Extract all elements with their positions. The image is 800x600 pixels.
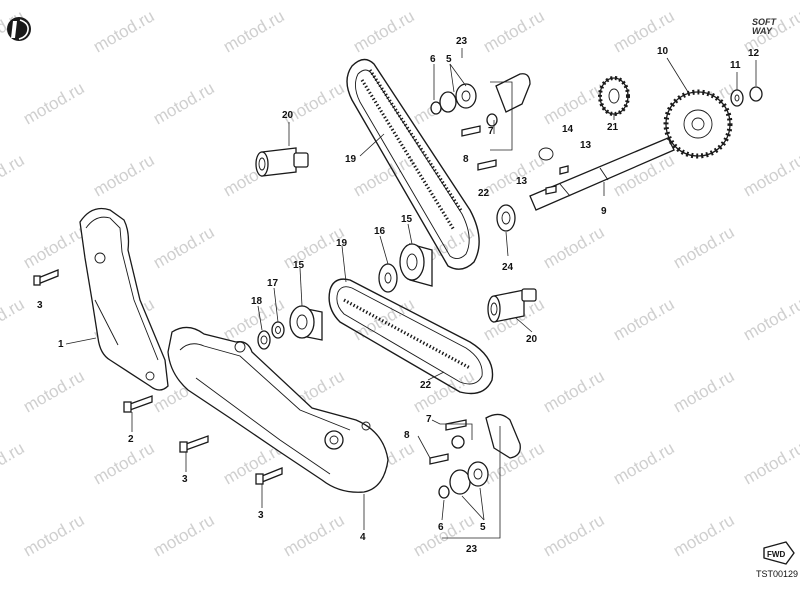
callout-21: 21 (607, 122, 619, 133)
part-11-washer (730, 89, 744, 107)
leader-lines (65, 48, 757, 539)
part-17-washer (271, 321, 285, 339)
softway-label: SOFT WAY (752, 17, 776, 36)
callout-9: 9 (601, 206, 607, 217)
callout-3: 3 (258, 510, 264, 521)
part-18-bearing (257, 330, 271, 350)
callout-6: 6 (430, 54, 436, 65)
callout-10: 10 (657, 46, 669, 57)
callout-23: 23 (456, 36, 468, 47)
part-19-timing-belt-lower (328, 278, 494, 395)
callout-14: 14 (562, 124, 574, 135)
callout-6: 6 (438, 522, 444, 533)
callout-8: 8 (404, 430, 410, 441)
part-1-rear-belt-cover (79, 207, 169, 391)
callout-5: 5 (480, 522, 486, 533)
part-15-belt-pulley-upper (378, 243, 433, 293)
callout-19: 19 (345, 154, 357, 165)
part-10-drive-gear (663, 89, 733, 159)
part-13-key (545, 165, 569, 195)
part-21-pulley (598, 76, 630, 116)
part-19-timing-belt-upper (346, 58, 480, 270)
diagram-code: TST00129 (756, 569, 799, 579)
part-14-circlip (538, 147, 554, 161)
callout-8: 8 (463, 154, 469, 165)
callout-24: 24 (502, 262, 514, 273)
forward-direction-label: FWD (767, 550, 785, 559)
tensioner-assembly-upper (430, 73, 531, 171)
part-12-nut (749, 86, 763, 102)
callout-12: 12 (748, 48, 760, 59)
part-3-screw-b (179, 435, 209, 453)
part-4-front-belt-cover (167, 326, 389, 493)
part-3-screw-a (33, 269, 59, 286)
callout-22: 22 (420, 380, 432, 391)
callout-7: 7 (426, 414, 432, 425)
callout-19: 19 (336, 238, 348, 249)
callout-3: 3 (182, 474, 188, 485)
callout-7: 7 (488, 126, 494, 137)
callout-13: 13 (516, 176, 528, 187)
callout-23: 23 (466, 544, 478, 555)
callout-13: 13 (580, 140, 592, 151)
callout-11: 11 (730, 60, 741, 71)
callout-5: 5 (446, 54, 452, 65)
forward-direction-icon: FWD (763, 541, 795, 565)
part-24-washer (496, 204, 516, 232)
callout-4: 4 (360, 532, 366, 543)
part-20-spacer-lower (487, 288, 537, 323)
callout-17: 17 (267, 278, 279, 289)
callout-20: 20 (282, 110, 294, 121)
part-20-spacer-upper (255, 147, 309, 177)
callout-1: 1 (58, 339, 64, 350)
callout-22: 22 (478, 188, 490, 199)
part-2-screw (123, 395, 153, 413)
callout-15: 15 (293, 260, 305, 271)
callout-16: 16 (374, 226, 386, 237)
callout-20: 20 (526, 334, 538, 345)
part-9-camshaft (529, 137, 675, 211)
callout-3: 3 (37, 300, 43, 311)
callout-18: 18 (251, 296, 263, 307)
callout-15: 15 (401, 214, 413, 225)
brand-logo-icon (7, 17, 31, 41)
callout-2: 2 (128, 434, 134, 445)
part-15-belt-pulley-lower (289, 305, 323, 341)
part-3-screw-c (255, 467, 283, 485)
tensioner-assembly-lower (429, 413, 521, 499)
softway-logo: SOFT WAY (752, 18, 794, 36)
callout-labels: 23 6 5 7 8 22 20 19 10 11 12 21 14 13 13… (37, 36, 760, 555)
